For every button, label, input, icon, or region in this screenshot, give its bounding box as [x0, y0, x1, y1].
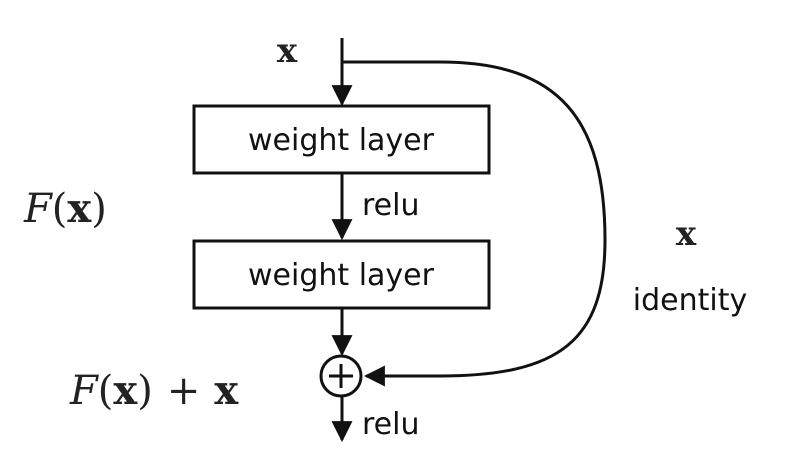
- residual-function-text: F(x): [23, 185, 107, 232]
- f-symbol: F: [23, 186, 53, 232]
- sum-label: F(x)+x: [69, 367, 239, 414]
- weight-layer-2-label: weight layer: [248, 258, 435, 293]
- shortcut-x-label: x: [676, 214, 697, 254]
- paren-close: ): [137, 368, 153, 414]
- add-node: [319, 354, 363, 398]
- identity-shortcut-arrow: [342, 60, 607, 387]
- plus-sign: +: [167, 368, 201, 414]
- sum-text: F(x)+x: [69, 367, 239, 414]
- relu-label-middle: relu: [362, 188, 419, 223]
- paren-open: (: [98, 368, 114, 414]
- weight-layer-1-label: weight layer: [248, 123, 435, 158]
- x-var: x: [67, 185, 92, 232]
- identity-label: identity: [633, 283, 747, 318]
- paren-close: ): [91, 186, 107, 232]
- input-x-label: x: [277, 31, 298, 71]
- x-var: x: [113, 367, 138, 414]
- residual-function-label: F(x): [23, 185, 107, 232]
- relu-label-output: relu: [362, 407, 419, 442]
- f-symbol: F: [69, 368, 99, 414]
- weight-layer-2: weight layer: [192, 239, 491, 310]
- paren-open: (: [52, 186, 68, 232]
- x-var-2: x: [214, 367, 239, 414]
- weight-layer-1: weight layer: [192, 104, 491, 175]
- weight-layer-2-box: [192, 239, 491, 310]
